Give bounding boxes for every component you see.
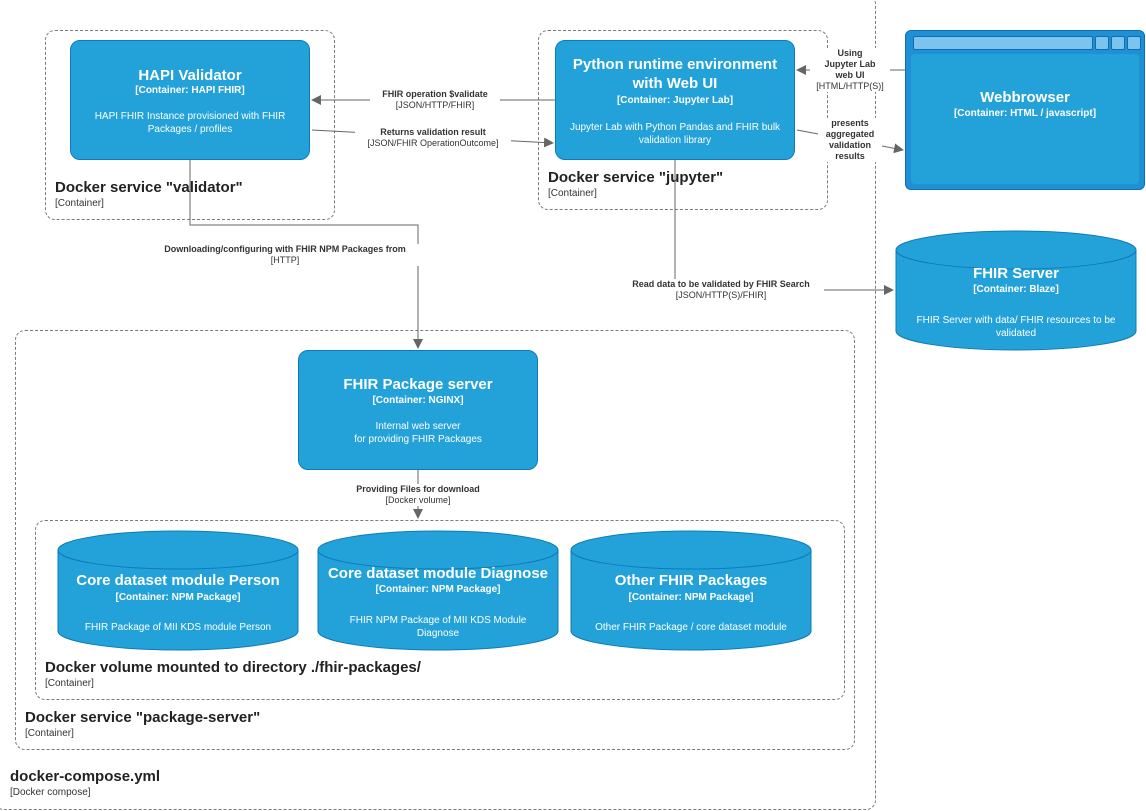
pkg-person-description: FHIR Package of MII KDS module Person [84,622,272,633]
pkg-person-container: [Container: NPM Package] [115,592,241,603]
fhir-server-cylinder[interactable]: FHIR Server [Container: Blaze] FHIR Serv… [895,230,1137,352]
rel-download-label: Downloading/configuring with FHIR NPM Pa… [145,244,425,266]
rel-read-text: Read data to be validated by FHIR Search [632,279,810,289]
docker-compose-title: docker-compose.yml [10,768,161,785]
python-runtime-description: Jupyter Lab with Python Pandas and FHIR … [569,122,781,146]
webbrowser-address-bar [913,36,1093,50]
rel-validate-tech: [JSON/HTTP/FHIR] [395,100,475,110]
rel-result-text: Returns validation result [380,127,486,137]
fhir-package-server-description: Internal web server for providing FHIR P… [354,421,482,445]
fhir-server-description: FHIR Server with data/ FHIR resources to… [916,315,1116,339]
python-runtime-container: [Container: Jupyter Lab] [616,95,734,106]
minimize-icon [1095,36,1109,50]
jupyter-service-title: Docker service "jupyter" [548,169,724,186]
rel-using-text: Using Jupyter Lab web UI [824,48,876,80]
pkg-other-title: Other FHIR Packages [614,572,768,589]
docker-compose-subtitle: [Docker compose] [10,787,91,798]
pkg-person-title: Core dataset module Person [76,572,280,589]
volume-title: Docker volume mounted to directory ./fhi… [45,659,421,676]
hapi-validator-container: [Container: HAPI FHIR] [135,85,245,96]
fhir-server-title: FHIR Server [973,265,1059,282]
pkg-diagnose-cylinder[interactable]: Core dataset module Diagnose [Container:… [317,530,559,652]
hapi-validator-title: HAPI Validator [138,67,242,84]
package-server-service-boundary [15,330,855,750]
pkg-diagnose-description: FHIR NPM Package of MII KDS Module Diagn… [349,615,527,639]
fhir-package-server-title: FHIR Package server [343,376,493,393]
rel-validate-text: FHIR operation $validate [382,89,488,99]
rel-download-text: Downloading/configuring with FHIR NPM Pa… [164,244,406,254]
webbrowser-container: [Container: HTML / javascript] [953,108,1097,119]
rel-read-label: Read data to be validated by FHIR Search… [618,279,824,301]
fhir-server-container: [Container: Blaze] [973,284,1059,295]
rel-using-label: Using Jupyter Lab web UI [HTML/HTTP(S)] [810,48,890,92]
webbrowser-titlebar [909,34,1141,50]
rel-download-tech: [HTTP] [270,255,300,265]
hapi-validator-box[interactable]: HAPI Validator [Container: HAPI FHIR] HA… [70,40,310,160]
rel-presents-text: presents aggregated validation results [825,118,875,161]
pkg-diagnose-title: Core dataset module Diagnose [327,565,549,582]
package-server-service-title: Docker service "package-server" [25,709,261,726]
fhir-package-server-container: [Container: NGINX] [372,395,464,406]
fhir-server-shape [895,230,1137,351]
python-runtime-title: Python runtime environment with Web UI [572,56,778,92]
rel-validate-label: FHIR operation $validate [JSON/HTTP/FHIR… [370,89,500,111]
webbrowser-title: Webbrowser [980,89,1070,106]
rel-providing-label: Providing Files for download [Docker vol… [345,484,491,506]
close-icon [1127,36,1141,50]
pkg-person-shape [57,530,299,651]
validator-service-title: Docker service "validator" [55,179,243,196]
pkg-person-cylinder[interactable]: Core dataset module Person [Container: N… [57,530,299,652]
rel-result-tech: [JSON/FHIR OperationOutcome] [367,138,499,148]
webbrowser-content: Webbrowser [Container: HTML / javascript… [911,54,1139,184]
pkg-other-description: Other FHIR Package / core dataset module [595,622,787,633]
pkg-other-cylinder[interactable]: Other FHIR Packages [Container: NPM Pack… [570,530,812,652]
package-server-service-subtitle: [Container] [25,728,74,739]
pkg-diagnose-container: [Container: NPM Package] [375,584,501,595]
pkg-diagnose-shape [317,530,559,651]
fhir-package-server-box[interactable]: FHIR Package server [Container: NGINX] I… [298,350,538,470]
docker-compose-boundary [0,0,876,810]
rel-read-tech: [JSON/HTTP(S)/FHIR] [675,290,767,300]
rel-result-label: Returns validation result [JSON/FHIR Ope… [355,127,511,149]
hapi-validator-description: HAPI FHIR Instance provisioned with FHIR… [94,111,286,135]
python-runtime-box[interactable]: Python runtime environment with Web UI [… [555,40,795,160]
volume-boundary [35,520,845,700]
rel-using-tech: [HTML/HTTP(S)] [816,81,884,91]
validator-service-subtitle: [Container] [55,198,104,209]
rel-providing-tech: [Docker volume] [385,495,451,505]
jupyter-service-subtitle: [Container] [548,188,597,199]
webbrowser-box[interactable]: Webbrowser [Container: HTML / javascript… [905,30,1145,190]
volume-subtitle: [Container] [45,678,94,689]
pkg-other-container: [Container: NPM Package] [628,592,754,603]
maximize-icon [1111,36,1125,50]
rel-providing-text: Providing Files for download [356,484,480,494]
pkg-other-shape [570,530,812,651]
rel-presents-label: presents aggregated validation results [818,118,882,162]
